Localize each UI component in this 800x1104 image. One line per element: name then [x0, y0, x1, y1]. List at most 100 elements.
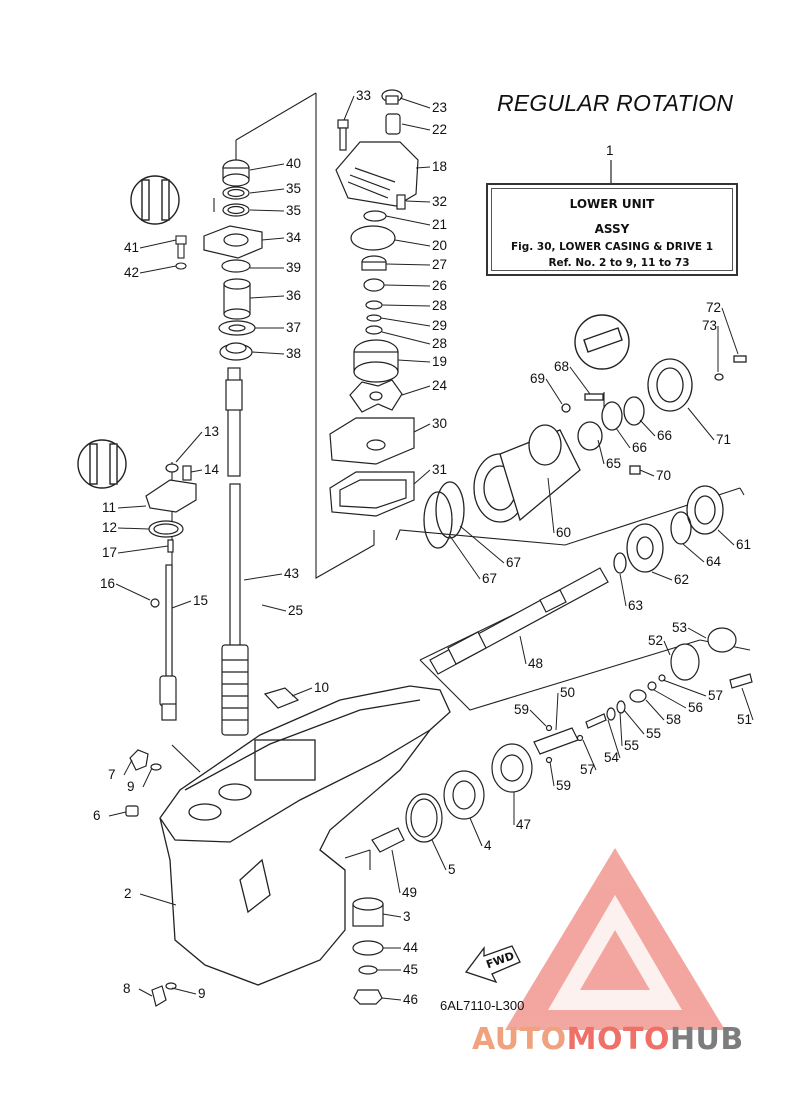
callout-number: 17	[102, 545, 117, 560]
callout-leader	[117, 527, 150, 530]
callout-leader	[261, 237, 285, 241]
callout-number: 73	[702, 318, 717, 333]
callout-leader	[545, 378, 563, 405]
callout-number: 8	[123, 981, 131, 996]
callout-leader	[243, 573, 283, 581]
callout-leader	[139, 239, 177, 249]
callout-number: 24	[432, 378, 448, 393]
callout-number: 67	[506, 555, 521, 570]
callout-leader	[249, 163, 285, 171]
callout-number: 6	[93, 808, 101, 823]
callout-number: 12	[102, 520, 117, 535]
callout-number: 25	[288, 603, 303, 618]
callout-number: 54	[604, 750, 620, 765]
callout-number: 53	[672, 620, 687, 635]
callout-number: 55	[646, 726, 661, 741]
small-casing-parts	[125, 687, 300, 1007]
callout-number: 58	[666, 712, 681, 727]
callout-number: 2	[124, 886, 132, 901]
callout-leader	[343, 95, 355, 121]
lower-drive-parts	[371, 743, 533, 853]
callout-leader	[663, 640, 671, 656]
callout-number: 45	[403, 962, 418, 977]
callout-leader	[413, 469, 431, 485]
callout-number: 19	[432, 354, 447, 369]
callout-number: 5	[448, 862, 456, 877]
callout-number: 44	[403, 940, 419, 955]
pinion-stack	[352, 897, 384, 1005]
watermark-part-1: AUTO	[472, 1022, 567, 1057]
callout-leader	[607, 719, 621, 759]
callout-leader	[381, 997, 402, 1001]
callout-number: 15	[193, 593, 208, 608]
callout-leader	[639, 419, 656, 437]
callout-leader	[108, 811, 127, 817]
callout-leader	[381, 304, 431, 307]
callout-number: 46	[403, 992, 418, 1007]
callout-leader	[382, 913, 402, 918]
callout-leader	[385, 215, 431, 226]
callout-leader	[415, 166, 431, 169]
callout-number: 37	[286, 320, 301, 335]
callout-leader	[653, 689, 687, 709]
callout-leader	[249, 209, 285, 212]
watermark-text: AUTOMOTOHUB	[472, 1022, 744, 1057]
propeller-shaft-housing	[423, 355, 747, 574]
callout-number: 21	[432, 217, 447, 232]
grease-symbol-inset-1	[130, 175, 180, 225]
water-pump-group	[329, 89, 419, 517]
callout-number: 72	[706, 300, 721, 315]
callout-number: 7	[108, 767, 116, 782]
callout-number: 43	[284, 566, 299, 581]
callout-leader	[385, 263, 431, 266]
callout-number: 66	[632, 440, 647, 455]
grease-symbol-inset-2	[77, 439, 127, 489]
info-line-1: LOWER UNIT	[569, 197, 655, 211]
callout-leader	[469, 817, 483, 847]
callout-leader	[399, 97, 431, 109]
callout-number: 60	[556, 525, 571, 540]
callout-leader	[687, 407, 715, 441]
callout-leader	[380, 317, 431, 327]
callout-leader	[175, 431, 203, 463]
callout-leader	[383, 284, 431, 287]
callout-leader	[529, 709, 547, 727]
propeller-shaft	[429, 567, 609, 675]
callout-leader	[397, 359, 431, 363]
callout-leader	[639, 469, 655, 477]
callout-number: 35	[286, 181, 301, 196]
callout-number: 59	[514, 702, 529, 717]
callout-leader	[142, 767, 153, 788]
callout-leader	[117, 505, 147, 509]
watermark-part-3: HUB	[669, 1022, 744, 1057]
callout-number: 56	[688, 700, 703, 715]
callout-number: 51	[737, 712, 752, 727]
callout-number: 39	[286, 260, 301, 275]
callout-leader	[619, 711, 623, 747]
callout-number: 9	[127, 779, 135, 794]
bolt-41	[175, 235, 187, 270]
callout-number: 68	[554, 359, 569, 374]
callout-leader	[291, 687, 313, 697]
callout-leader	[251, 351, 285, 355]
callout-leader	[555, 692, 559, 731]
callout-number: 69	[530, 371, 545, 386]
callout-leader	[401, 123, 431, 131]
callout-number: 31	[432, 462, 447, 477]
callout-leader	[569, 366, 591, 395]
callout-number: 61	[736, 537, 751, 552]
callout-number: 28	[432, 336, 447, 351]
callout-leader	[391, 849, 401, 894]
callout-leader	[615, 427, 631, 449]
clutch-group	[533, 627, 753, 764]
upper-bearing-stack	[203, 159, 263, 361]
callout-leader	[549, 761, 555, 787]
callout-leader	[138, 988, 153, 997]
callout-leader	[171, 600, 192, 609]
callout-leader	[597, 439, 605, 465]
callout-number: 22	[432, 122, 447, 137]
callout-number: 20	[432, 238, 447, 253]
diagram-title: REGULAR ROTATION	[497, 90, 734, 116]
